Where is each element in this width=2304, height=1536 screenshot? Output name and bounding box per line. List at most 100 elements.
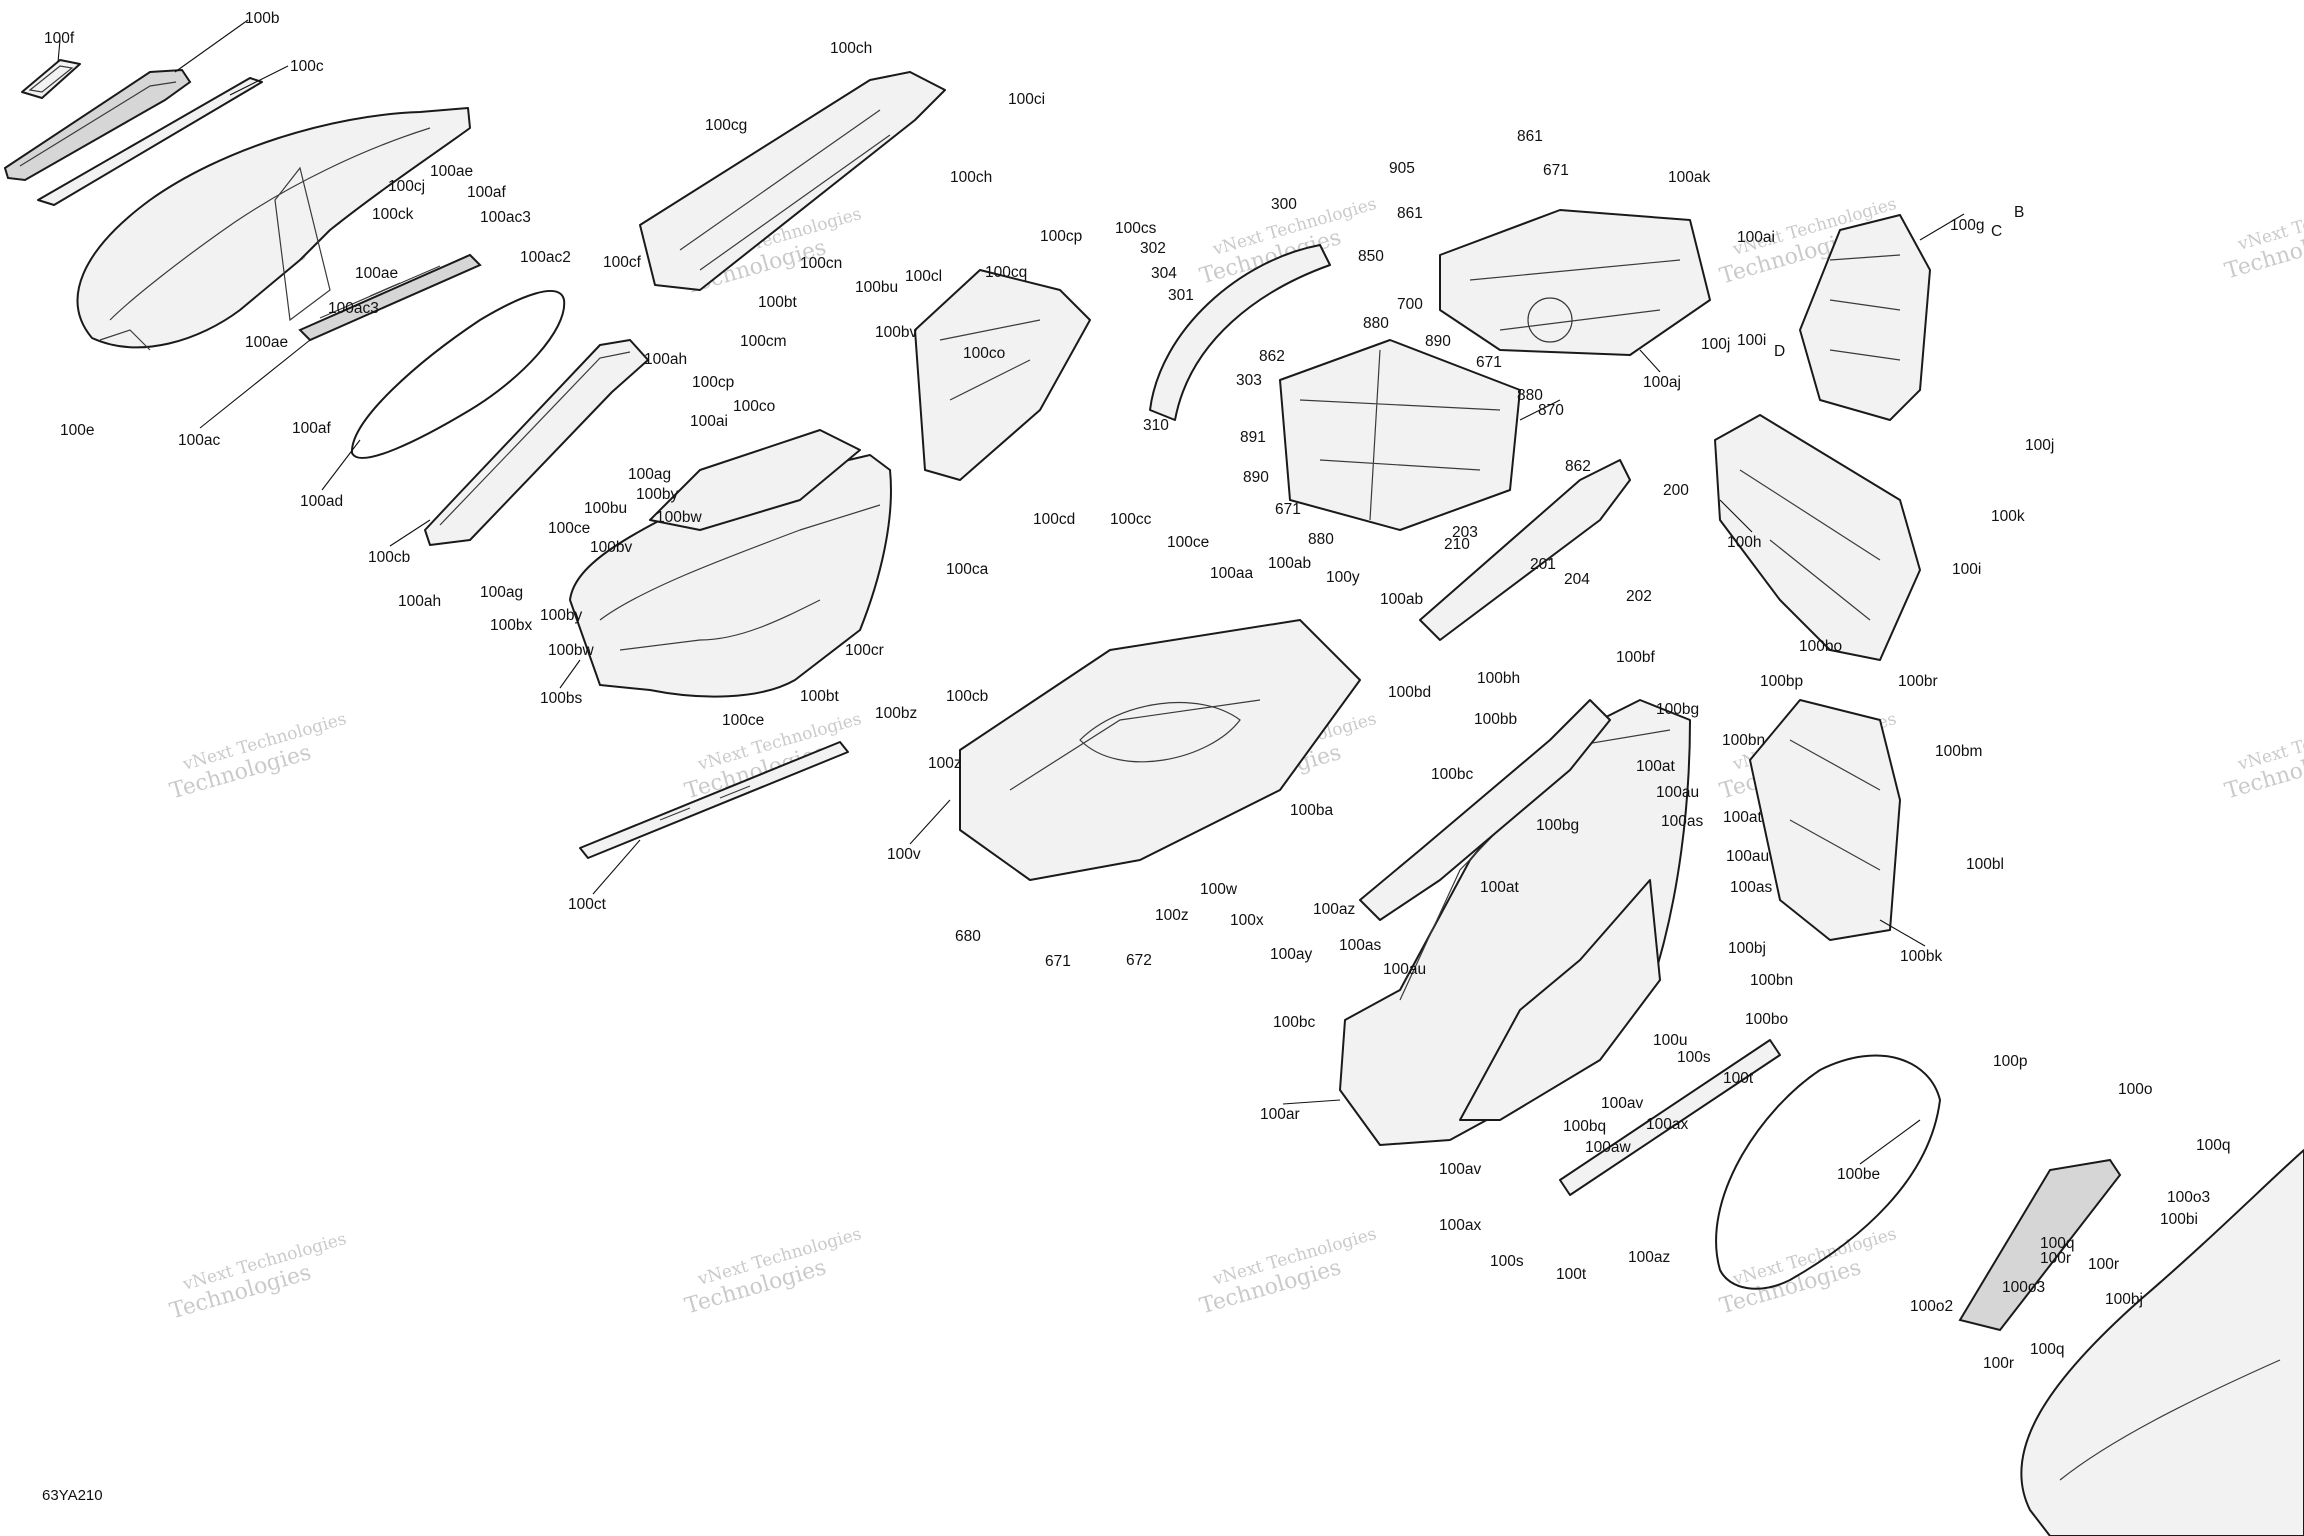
callout-label: 100bu bbox=[584, 500, 627, 517]
callout-label: 100ac2 bbox=[520, 249, 571, 266]
callout-label: 100av bbox=[1601, 1095, 1643, 1112]
callout-label: 100bk bbox=[1900, 948, 1942, 965]
callout-label: 100cg bbox=[705, 117, 747, 134]
callout-label: 100bv bbox=[875, 324, 917, 341]
callout-label: 100cq bbox=[985, 264, 1027, 281]
callout-label: 100c bbox=[290, 58, 324, 75]
callout-label: 100ce bbox=[548, 520, 590, 537]
callout-label: 100cj bbox=[388, 178, 425, 195]
callout-label: 100bf bbox=[1616, 649, 1655, 666]
callout-labels: 100f 100b 100c 100e 100cj 100ae 100af 100ck 100a… bbox=[44, 10, 2230, 1372]
callout-label: 100ct bbox=[568, 896, 607, 913]
callout-label: 100bj bbox=[1728, 940, 1766, 957]
callout-label: 100bg bbox=[1656, 701, 1699, 718]
callout-label: 100ac3 bbox=[328, 300, 379, 317]
callout-label: 100i bbox=[1952, 561, 1981, 578]
callout-label: 202 bbox=[1626, 588, 1652, 605]
callout-label: 100h bbox=[1727, 534, 1761, 551]
callout-label: 671 bbox=[1045, 953, 1071, 970]
callout-label: 100bv bbox=[590, 539, 632, 556]
callout-label: 861 bbox=[1397, 205, 1423, 222]
callout-label: 200 bbox=[1663, 482, 1689, 499]
callout-label: 100b bbox=[245, 10, 279, 27]
callout-label: 700 bbox=[1397, 296, 1423, 313]
callout-label: 100ae bbox=[430, 163, 473, 180]
callout-label: 100i bbox=[1737, 332, 1766, 349]
callout-label: 100co bbox=[963, 345, 1005, 362]
callout-label: 880 bbox=[1517, 387, 1543, 404]
callout-label: 100ch bbox=[950, 169, 992, 186]
part-100az-trim bbox=[1559, 1039, 1781, 1196]
callout-label: 100ci bbox=[1008, 91, 1045, 108]
callout-label: 100cc bbox=[1110, 511, 1152, 528]
callout-label: 100co bbox=[733, 398, 775, 415]
callout-label: 302 bbox=[1140, 240, 1166, 257]
callout-label: 100bm bbox=[1935, 743, 1982, 760]
callout-label: D bbox=[1774, 343, 1785, 360]
callout-label: 100ac bbox=[178, 432, 220, 449]
callout-label: 100ac3 bbox=[480, 209, 531, 226]
callout-label: 100af bbox=[467, 184, 506, 201]
callout-label: 100ck bbox=[372, 206, 414, 223]
callout-label: 100as bbox=[1339, 937, 1381, 954]
callout-label: 100o bbox=[2118, 1081, 2152, 1098]
callout-label: 100ai bbox=[1737, 229, 1775, 246]
callout-label: 100x bbox=[1230, 912, 1264, 929]
callout-label: 100ce bbox=[722, 712, 764, 729]
callout-label: 100bw bbox=[656, 509, 702, 526]
callout-label: 100ad bbox=[300, 493, 343, 510]
part-300-bracket bbox=[1149, 244, 1331, 421]
callout-label: 100q bbox=[2196, 1137, 2230, 1154]
callout-label: 880 bbox=[1308, 531, 1334, 548]
callout-label: 100ah bbox=[398, 593, 441, 610]
callout-label: 100ab bbox=[1380, 591, 1423, 608]
callout-label: 100j bbox=[2025, 437, 2054, 454]
callout-label: 100ce bbox=[1167, 534, 1209, 551]
callout-label: 671 bbox=[1275, 501, 1301, 518]
callout-label: 100at bbox=[1636, 758, 1675, 775]
callout-label: 850 bbox=[1358, 248, 1384, 265]
callout-label: 100k bbox=[1991, 508, 2025, 525]
callout-label: 100ah bbox=[644, 351, 687, 368]
callout-label: 100cf bbox=[603, 254, 642, 271]
callout-label: 100ay bbox=[1270, 946, 1312, 963]
callout-label: 203 bbox=[1452, 524, 1478, 541]
callout-label: 100cs bbox=[1115, 220, 1157, 237]
callout-label: 301 bbox=[1168, 287, 1194, 304]
callout-label: 100f bbox=[44, 30, 75, 47]
callout-label: 100y bbox=[1326, 569, 1360, 586]
callout-label: 100e bbox=[60, 422, 94, 439]
callout-label: 100p bbox=[1993, 1053, 2027, 1070]
callout-label: 100cl bbox=[905, 268, 942, 285]
callout-label: 891 bbox=[1240, 429, 1266, 446]
callout-label: 100as bbox=[1730, 879, 1772, 896]
callout-label: 210 bbox=[1444, 536, 1470, 553]
callout-label: 100ae bbox=[355, 265, 398, 282]
callout-label: 303 bbox=[1236, 372, 1262, 389]
callout-label: 100ba bbox=[1290, 802, 1333, 819]
callout-label: 100q bbox=[2040, 1235, 2074, 1252]
callout-label: 310 bbox=[1143, 417, 1169, 434]
callout-label: 100ag bbox=[628, 466, 671, 483]
callout-label: 100by bbox=[636, 486, 678, 503]
callout-label: 100ai bbox=[690, 413, 728, 430]
callout-label: 100at bbox=[1480, 879, 1519, 896]
callout-label: 100ch bbox=[830, 40, 872, 57]
part-100ar-right-saddlebag bbox=[1339, 699, 1691, 1146]
part-100h-side-panel bbox=[1714, 414, 1921, 661]
part-100ad-seal bbox=[350, 290, 566, 459]
callout-label: 100az bbox=[1628, 1249, 1670, 1266]
callout-label: 100w bbox=[1200, 881, 1238, 898]
callout-label: 100bc bbox=[1273, 1014, 1315, 1031]
callout-label: 201 bbox=[1530, 556, 1556, 573]
callout-label: 672 bbox=[1126, 952, 1152, 969]
callout-label: 100ca bbox=[946, 561, 989, 578]
callout-label: 100bn bbox=[1722, 732, 1765, 749]
callout-label: 890 bbox=[1425, 333, 1451, 350]
callout-label: 100cp bbox=[1040, 228, 1082, 245]
callout-label: 100bx bbox=[490, 617, 532, 634]
callout-label: 100s bbox=[1490, 1253, 1524, 1270]
callout-label: 100bo bbox=[1799, 638, 1842, 655]
